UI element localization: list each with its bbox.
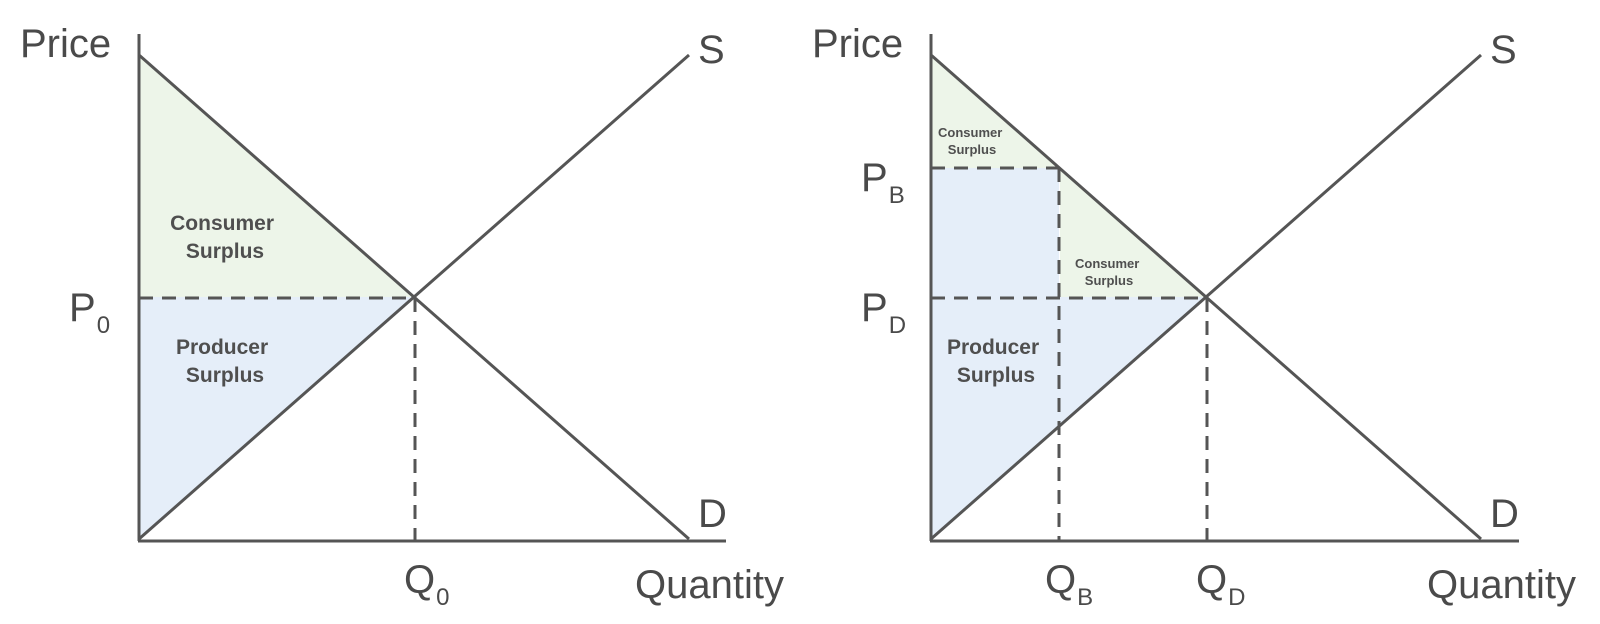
right-quantity-marker-b: QB bbox=[1045, 558, 1093, 611]
left-producer-surplus-line2: Surplus bbox=[186, 364, 264, 387]
right-consumer-surplus-top-line2: Surplus bbox=[948, 142, 996, 157]
right-consumer-surplus-mid-label: Consumer Surplus bbox=[1075, 256, 1143, 288]
right-consumer-surplus-top-line1: Consumer bbox=[938, 125, 1002, 140]
left-price-marker-main: P bbox=[69, 286, 96, 330]
left-price-marker: P0 bbox=[69, 286, 110, 339]
left-supply-curve bbox=[138, 53, 690, 541]
right-producer-surplus-label: Producer Surplus bbox=[947, 336, 1045, 387]
right-price-axis-label: Price bbox=[812, 22, 903, 66]
right-consumer-surplus-mid-line1: Consumer bbox=[1075, 256, 1139, 271]
right-quantity-marker-b-main: Q bbox=[1045, 558, 1076, 602]
left-producer-surplus-label: Producer Surplus bbox=[176, 336, 274, 387]
right-quantity-marker-d: QD bbox=[1196, 558, 1245, 611]
right-price-marker-b-sub: B bbox=[889, 182, 905, 209]
right-price-marker-d-sub: D bbox=[889, 312, 906, 339]
left-supply-label: S bbox=[698, 28, 725, 72]
right-quantity-axis-label: Quantity bbox=[1427, 563, 1576, 607]
right-quantity-marker-b-sub: B bbox=[1077, 584, 1093, 611]
right-supply-curve bbox=[930, 53, 1482, 541]
left-quantity-marker: Q0 bbox=[404, 558, 449, 611]
left-diagram: Price S D Quantity P0 Q0 Consumer Surplu… bbox=[20, 22, 784, 611]
left-quantity-axis-label: Quantity bbox=[635, 563, 784, 607]
left-consumer-surplus-line2: Surplus bbox=[186, 240, 264, 263]
right-consumer-surplus-top-label: Consumer Surplus bbox=[938, 125, 1006, 157]
right-price-marker-b: PB bbox=[861, 156, 905, 209]
right-producer-surplus-line2: Surplus bbox=[957, 364, 1035, 387]
right-diagram: Price S D Quantity PB PD QB QD Consumer … bbox=[812, 22, 1576, 611]
left-quantity-marker-sub: 0 bbox=[436, 584, 449, 611]
left-consumer-surplus-line1: Consumer bbox=[170, 212, 274, 235]
right-consumer-surplus-mid-line2: Surplus bbox=[1085, 273, 1133, 288]
right-supply-label: S bbox=[1490, 28, 1517, 72]
left-quantity-marker-main: Q bbox=[404, 558, 435, 602]
right-producer-surplus-area bbox=[931, 168, 1206, 539]
right-producer-surplus-line1: Producer bbox=[947, 336, 1039, 359]
right-price-marker-d-main: P bbox=[861, 286, 888, 330]
right-price-marker-b-main: P bbox=[861, 156, 888, 200]
right-quantity-marker-d-sub: D bbox=[1228, 584, 1245, 611]
right-demand-label: D bbox=[1490, 492, 1519, 536]
right-price-marker-d: PD bbox=[861, 286, 906, 339]
left-consumer-surplus-label: Consumer Surplus bbox=[170, 212, 280, 263]
left-price-marker-sub: 0 bbox=[97, 312, 110, 339]
left-price-axis-label: Price bbox=[20, 22, 111, 66]
left-demand-label: D bbox=[698, 492, 727, 536]
left-producer-surplus-line1: Producer bbox=[176, 336, 268, 359]
right-quantity-marker-d-main: Q bbox=[1196, 558, 1227, 602]
